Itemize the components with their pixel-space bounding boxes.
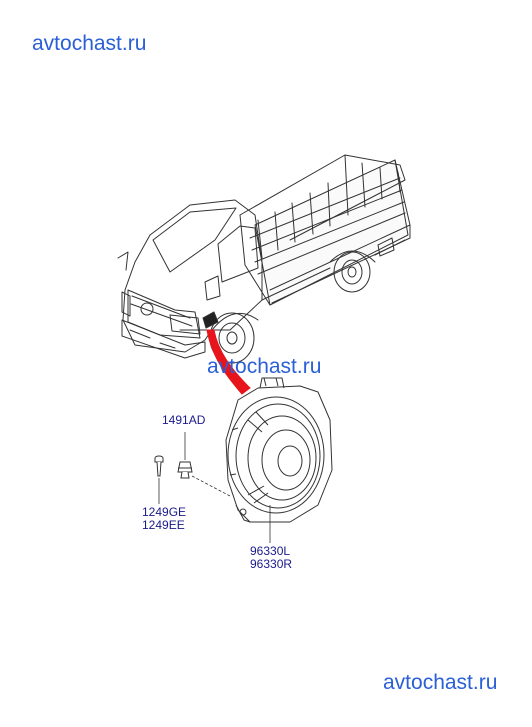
label-speaker: 96330L 96330R <box>250 545 292 571</box>
screw-part <box>154 455 164 477</box>
label-screw-a: 1249GE <box>142 505 187 519</box>
label-speaker-l: 96330L <box>250 544 291 558</box>
truck-illustration <box>117 154 411 364</box>
clip-part <box>177 461 193 479</box>
label-speaker-r: 96330R <box>250 557 293 571</box>
label-clip: 1491AD <box>162 413 206 427</box>
label-screw: 1249GE 1249EE <box>142 506 186 532</box>
watermark-bottom: avtochast.ru <box>383 671 498 694</box>
watermark-middle: avtochast.ru <box>207 355 322 378</box>
label-screw-b: 1249EE <box>142 518 185 532</box>
speaker-illustration <box>225 377 333 523</box>
pointer-arrow <box>206 329 251 395</box>
watermark-top: avtochast.ru <box>32 32 147 55</box>
leader-lines <box>158 432 271 543</box>
